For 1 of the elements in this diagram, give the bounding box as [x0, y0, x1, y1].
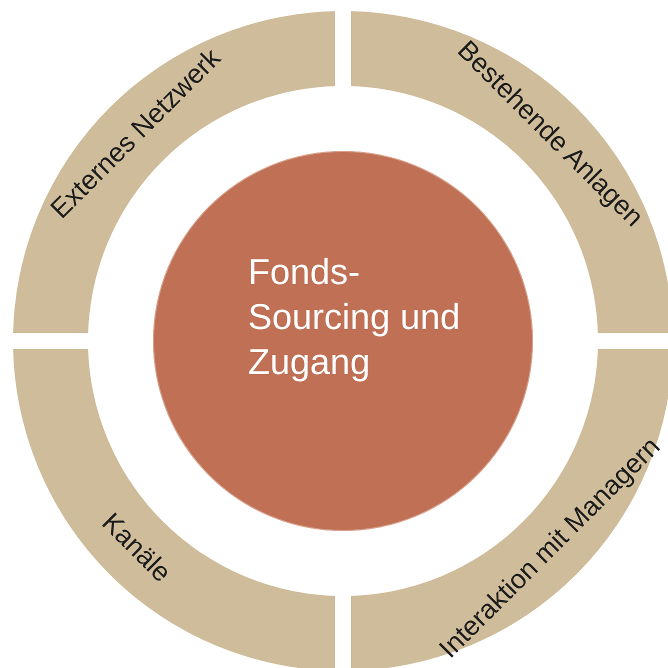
circle-label: Fonds- Sourcing und Zugang — [248, 250, 462, 384]
